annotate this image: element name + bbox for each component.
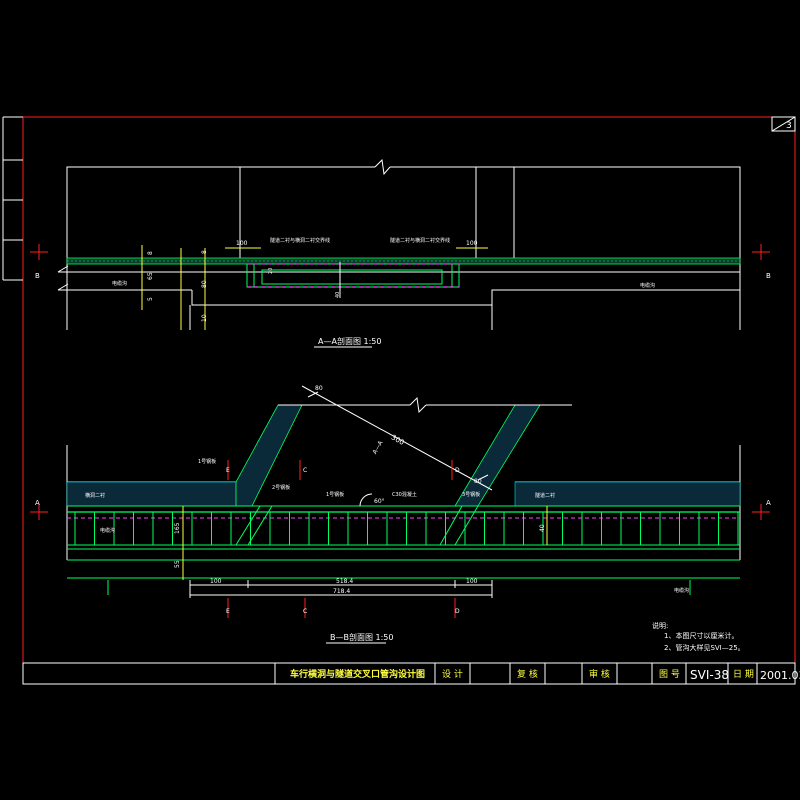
bb-dim-55: 55 — [174, 560, 181, 568]
bb-dim-100b: 100 — [466, 578, 478, 585]
aa-cut-right: B — [766, 272, 771, 280]
bb-callout-2: 2号钢板 — [272, 484, 290, 491]
bb-callout-5: 3号钢板 — [462, 491, 480, 498]
aa-dim-40: 40 — [335, 292, 341, 298]
aa-dim-8b: 8 — [201, 250, 208, 254]
review-label: 复 核 — [517, 668, 538, 680]
bb-caption: B—B剖面图 1:50 — [330, 632, 393, 642]
bb-cut-e-top: E — [226, 467, 230, 474]
page-number: 3 — [786, 121, 792, 131]
aa-dim-65: 65 — [147, 272, 154, 280]
aa-dim-100-right: 100 — [466, 240, 478, 247]
bb-callout-9: 电缆沟 — [674, 587, 689, 594]
audit-label: 审 核 — [589, 668, 610, 680]
bb-diag-80a: 80 — [315, 385, 323, 392]
aa-dim-8: 8 — [147, 251, 154, 255]
aa-dim-5: 5 — [147, 297, 154, 301]
bb-cut-e-bottom: E — [226, 608, 230, 615]
bb-callout-6: 横洞二衬 — [85, 492, 105, 499]
aa-label-right: 隧道二衬与横洞二衬交界线 — [390, 237, 450, 244]
bb-cut-c-top: C — [303, 467, 307, 474]
bb-callout-7: 隧道二衬 — [535, 492, 555, 499]
section-bb-drawing — [30, 385, 770, 618]
notes-line1: 1、本图尺寸以厘米计。 — [664, 631, 738, 640]
bb-angle: 60° — [374, 498, 385, 505]
bb-dim-518: 518.4 — [336, 578, 353, 585]
section-aa-drawing — [30, 158, 770, 330]
bb-callout-8: 电缆沟 — [100, 527, 115, 534]
bb-cut-right: A — [766, 499, 771, 507]
title-block — [22, 662, 796, 685]
bb-callout-3: 1号钢板 — [326, 491, 344, 498]
aa-left-note: 电缆沟 — [112, 280, 127, 287]
bb-diag-300: 300 — [390, 433, 406, 446]
bb-callout-1: 1号钢板 — [198, 458, 216, 465]
drawing-no-label: 图 号 — [659, 669, 680, 680]
aa-cut-left: B — [35, 272, 40, 280]
bb-dim-165: 165 — [174, 522, 181, 534]
bb-diag-80b: 80 — [474, 478, 482, 485]
date-label: 日 期 — [733, 669, 754, 680]
bb-callout-4: C30混凝土 — [392, 491, 417, 498]
bb-cut-d-bottom: D — [455, 608, 460, 615]
aa-right-note: 电缆沟 — [640, 282, 655, 289]
bb-diag-len: A—A — [371, 439, 385, 456]
aa-label-left: 隧道二衬与横洞二衬交界线 — [270, 237, 330, 244]
notes-line2: 2、管沟大样见SVI—25。 — [664, 643, 745, 652]
bb-cut-left: A — [35, 499, 40, 507]
aa-dim-100-left: 100 — [236, 240, 248, 247]
aa-dim-80: 80 — [201, 280, 208, 288]
drawing-no: SVI-38 — [690, 668, 729, 682]
aa-caption: A—A剖面图 1:50 — [318, 336, 381, 346]
aa-dim-20: 20 — [268, 268, 274, 274]
bb-cut-c-bottom: C — [303, 608, 307, 615]
aa-dim-10: 10 — [201, 314, 208, 322]
date-value: 2001.03 — [760, 669, 800, 682]
drawing-frame — [2, 116, 796, 685]
bb-dim-718: 718.4 — [333, 588, 350, 595]
bb-cut-d-top: D — [455, 467, 460, 474]
design-label: 设 计 — [442, 668, 463, 680]
bb-dim-40: 40 — [539, 524, 546, 532]
sheet-title: 车行横洞与隧道交叉口管沟设计图 — [290, 668, 425, 680]
notes-heading: 说明: — [652, 621, 668, 630]
bb-dim-100a: 100 — [210, 578, 222, 585]
